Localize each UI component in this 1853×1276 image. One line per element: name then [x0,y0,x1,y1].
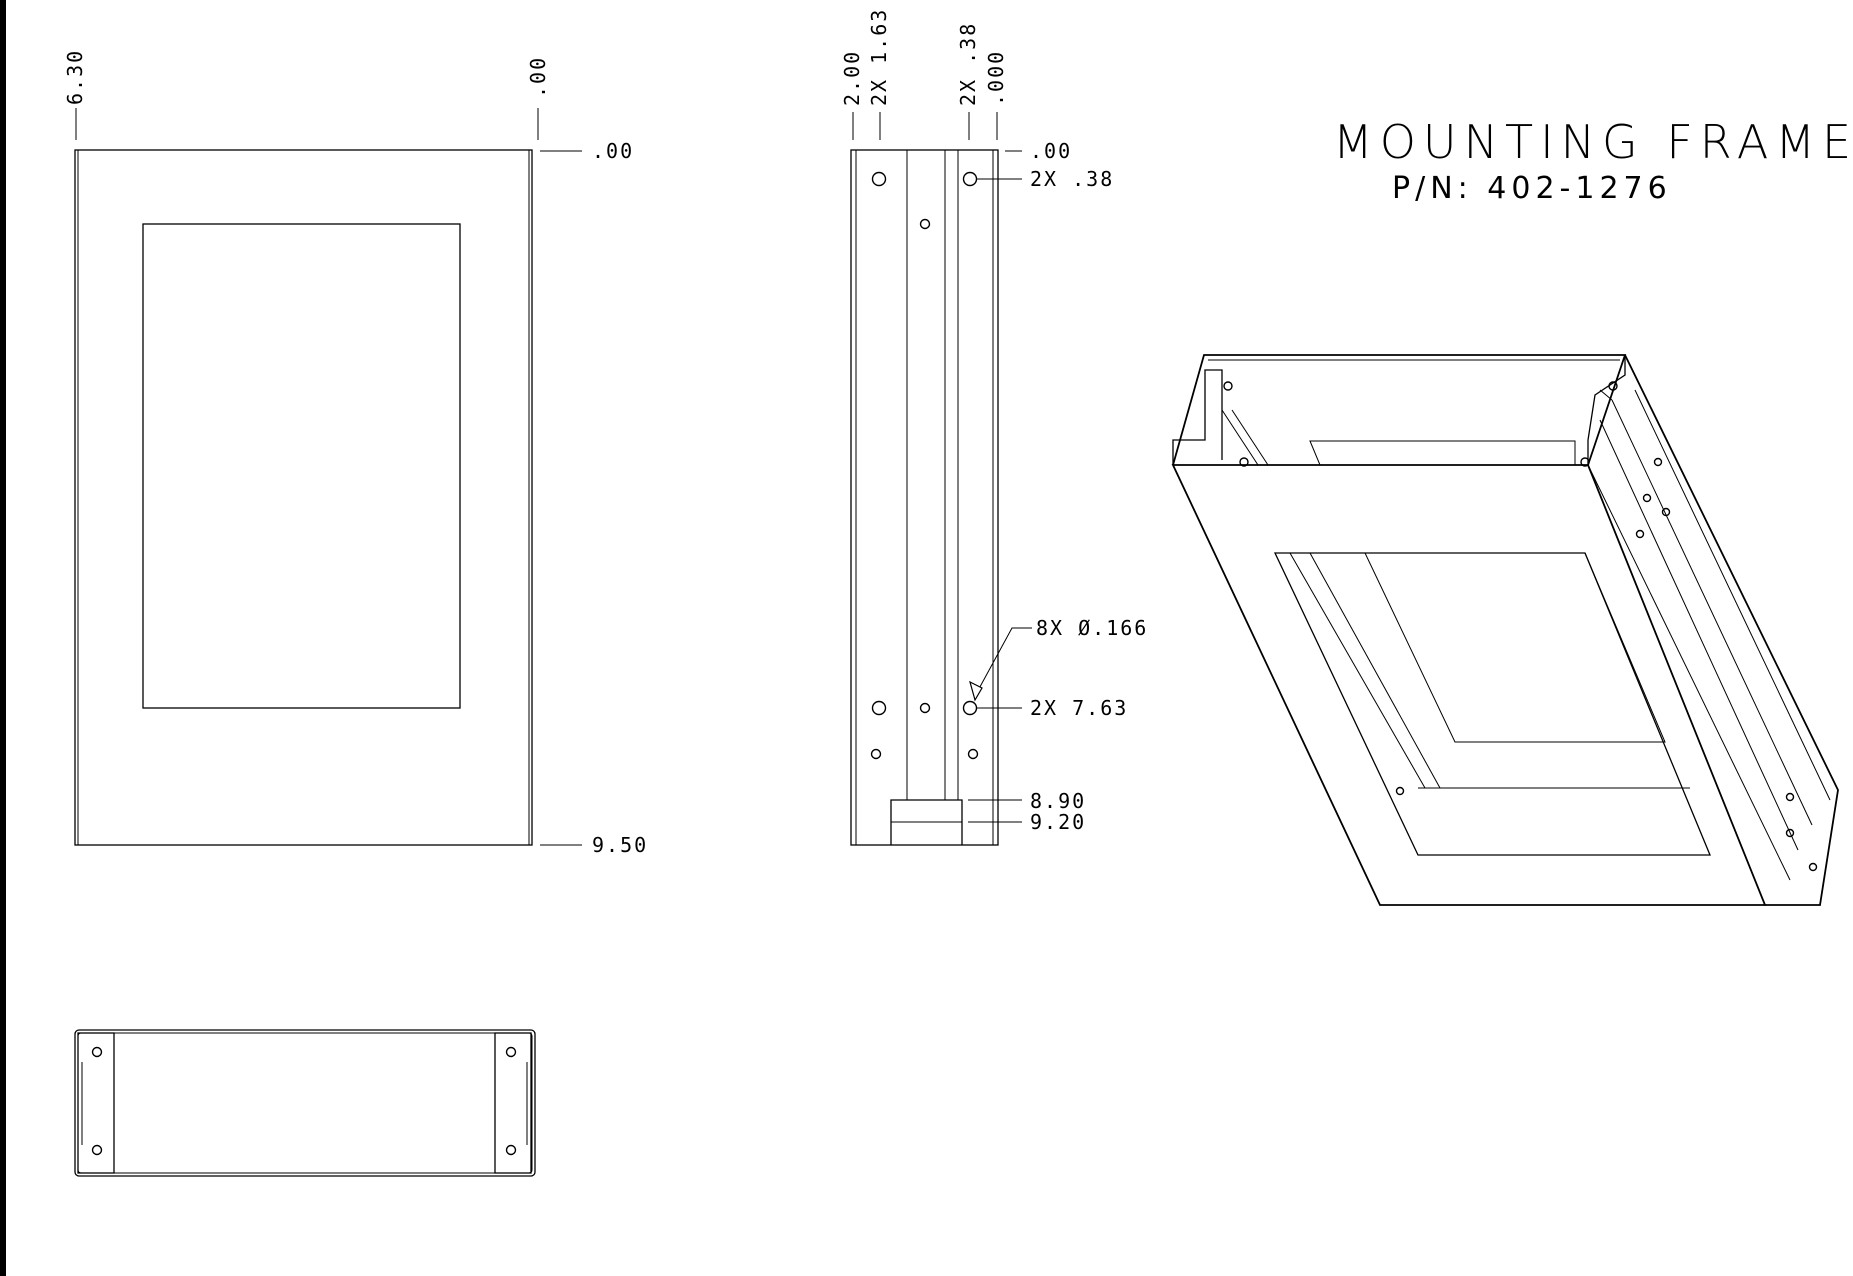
bottom-view-flange-right [495,1033,531,1173]
front-view-window [143,224,460,708]
hole [964,702,977,715]
dim-side-0-000: .000 [984,50,1008,106]
bottom-view-flange-left [78,1033,114,1173]
isometric-view [1173,355,1838,905]
dim-side-0-38: 2X .38 [956,22,980,106]
hole [507,1146,516,1155]
iso-front-face [1173,465,1765,905]
hole [1637,531,1644,538]
dim-side-1-63: 2X 1.63 [867,8,891,106]
hole [1810,864,1817,871]
hole [93,1146,102,1155]
bottom-view [75,1030,535,1176]
dim-front-bottom: 9.50 [592,833,648,857]
hole-callout-leader [975,628,1032,696]
side-view-outline [851,150,998,845]
hole [964,173,977,186]
hole [921,220,930,229]
bottom-view-outline [75,1030,535,1176]
hole [1224,382,1232,390]
dim-side-2-00: 2.00 [840,50,864,106]
side-view [851,112,1032,845]
hole [969,750,978,759]
dim-front-left: 6.30 [63,49,87,105]
drawing-title: MOUNTING FRAME [1333,115,1853,169]
front-view [75,108,582,845]
iso-top-rim [1173,355,1625,465]
hole [873,173,886,186]
dim-side-top: .00 [1030,139,1072,163]
hole [1644,495,1651,502]
hole [873,702,886,715]
hole [93,1048,102,1057]
hole-callout: 8X Ø.166 [1036,616,1148,640]
hole [1397,788,1404,795]
dim-side-9-20: 9.20 [1030,810,1086,834]
hole [1655,459,1662,466]
hole [921,704,930,713]
part-number: P/N: 402-1276 [1392,171,1672,206]
hole [507,1048,516,1057]
iso-back-ledge [1310,441,1575,465]
leader-arrowhead [970,682,982,700]
dim-front-right: .00 [526,56,550,98]
dim-side-hole-bottom: 2X 7.63 [1030,696,1128,720]
iso-window-opening [1275,553,1710,855]
hole [1787,794,1794,801]
hole [872,750,881,759]
dim-side-hole-top: 2X .38 [1030,167,1114,191]
iso-recessed-panel [1365,553,1665,742]
dim-front-top: .00 [592,139,634,163]
